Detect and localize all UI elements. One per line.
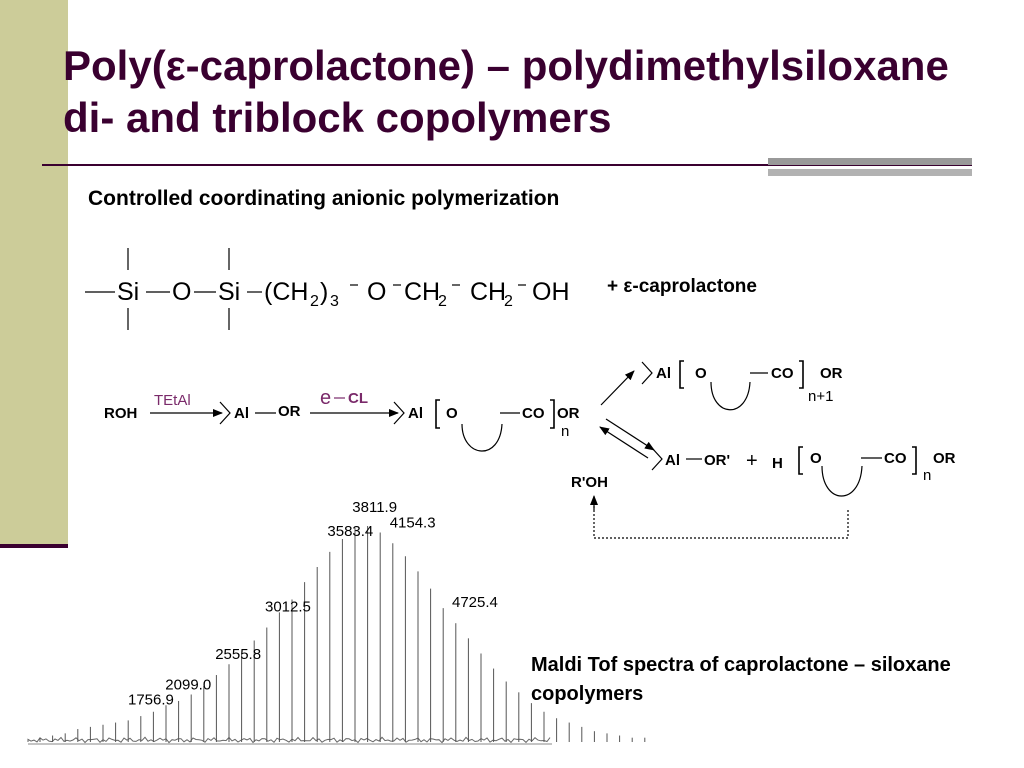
methylene-group-2: CH (470, 278, 506, 306)
bracket-open (798, 446, 803, 475)
methylene-subscript-1: 2 (438, 293, 447, 310)
catalyst-label: TEtAl (154, 392, 191, 409)
spectrum-peaks (39, 526, 646, 742)
ring-arc (710, 381, 751, 411)
propyl-group-close: ) (320, 278, 328, 306)
al-atom-1: Al (234, 405, 249, 422)
bracket-open (679, 360, 684, 389)
oxygen-atom-2: O (367, 278, 386, 306)
siloxane-structure: Si O Si (CH 2 ) 3 O CH 2 CH 2 OH (85, 248, 570, 330)
propyl-group-open: (CH (264, 278, 308, 306)
si-atom-1: Si (117, 278, 139, 306)
maldi-caption: Maldi Tof spectra of caprolactone – silo… (531, 654, 951, 705)
roh-label: ROH (104, 405, 137, 422)
or-group-3: OR (820, 365, 843, 382)
title-underline (42, 164, 972, 166)
spectrum-noise-trace (27, 736, 551, 744)
methylene-group-1: CH (404, 278, 440, 306)
carbonyl-repeat-1: CO (522, 405, 545, 422)
oxygen-repeat-2: O (695, 365, 707, 382)
slide-title: Poly(ε-caprolactone) – polydimethylsilox… (63, 40, 949, 144)
corner-bar-top (768, 158, 972, 165)
al-atom-2: Al (408, 405, 423, 422)
mechanism-scheme: ROH TEtAl Al OR e CL Al O CO OR n (104, 360, 956, 539)
side-rule-decoration (0, 544, 68, 548)
spectrum-peak-label: 2555.8 (215, 646, 261, 663)
equilibrium-arrow-back (599, 426, 649, 459)
repeat-subscript-n-plus-1: n+1 (808, 388, 833, 405)
oxygen-atom-1: O (172, 278, 191, 306)
or-group-4: OR (933, 450, 956, 467)
plus-sign: + (746, 450, 758, 472)
title-line-1: Poly(ε-caprolactone) – polydimethylsilox… (63, 42, 949, 89)
bracket-close (799, 360, 804, 389)
ring-arc (461, 423, 503, 452)
propyl-subscript-3: 3 (330, 293, 339, 310)
spectrum-peak-label: 3583.4 (327, 523, 373, 540)
carbonyl-repeat-3: CO (884, 450, 907, 467)
ring-arc (821, 465, 863, 497)
propyl-subscript-2: 2 (310, 293, 319, 310)
corner-bar-bottom (768, 169, 972, 176)
monomer-e-label: e (320, 387, 331, 409)
si-atom-2: Si (218, 278, 240, 306)
spectrum-peak-label: 4725.4 (452, 594, 498, 611)
r-prime-oh-label: R'OH (571, 474, 608, 491)
or-prime-group: OR' (704, 452, 730, 469)
al-atom-4: Al (665, 452, 680, 469)
side-bar-decoration (0, 0, 68, 548)
monomer-cl-label: CL (348, 390, 368, 407)
repeat-subscript-n: n (561, 423, 569, 440)
spectrum-peak-label: 3012.5 (265, 599, 311, 616)
spectrum-peak-label: 1756.9 (128, 691, 174, 708)
al-atom-3: Al (656, 365, 671, 382)
chain-bond (393, 401, 405, 425)
spectrum-baseline (27, 736, 552, 745)
plus-caprolactone-label: + ε-caprolactone (607, 276, 757, 297)
equilibrium-arrow-forward (605, 418, 655, 451)
corner-bars-decoration (768, 158, 972, 178)
oxygen-repeat-1: O (446, 405, 458, 422)
bracket-close (550, 399, 555, 429)
scheme-subtitle: Controlled coordinating anionic polymeri… (88, 187, 560, 210)
or-group-1: OR (278, 403, 301, 420)
repeat-subscript-n: n (923, 467, 931, 484)
oxygen-repeat-3: O (810, 450, 822, 467)
recycle-loop-line (593, 497, 849, 539)
bracket-open (435, 399, 440, 429)
or-group-2: OR (557, 405, 580, 422)
bracket-close (912, 446, 917, 475)
hydroxyl-group: OH (532, 278, 570, 306)
title-line-2: di- and triblock copolymers (63, 94, 612, 141)
spectrum-peak-label: 4154.3 (390, 514, 436, 531)
chain-bond (641, 361, 653, 385)
hydrogen-end-group: H (772, 455, 783, 472)
carbonyl-repeat-2: CO (771, 365, 794, 382)
chain-bond (651, 447, 663, 471)
methylene-subscript-2: 2 (504, 293, 513, 310)
spectrum-peak-label: 3811.9 (352, 499, 397, 516)
spectrum-peak-label: 2099.0 (165, 676, 211, 693)
chain-bond (219, 401, 231, 425)
propagation-arrow (600, 370, 635, 406)
